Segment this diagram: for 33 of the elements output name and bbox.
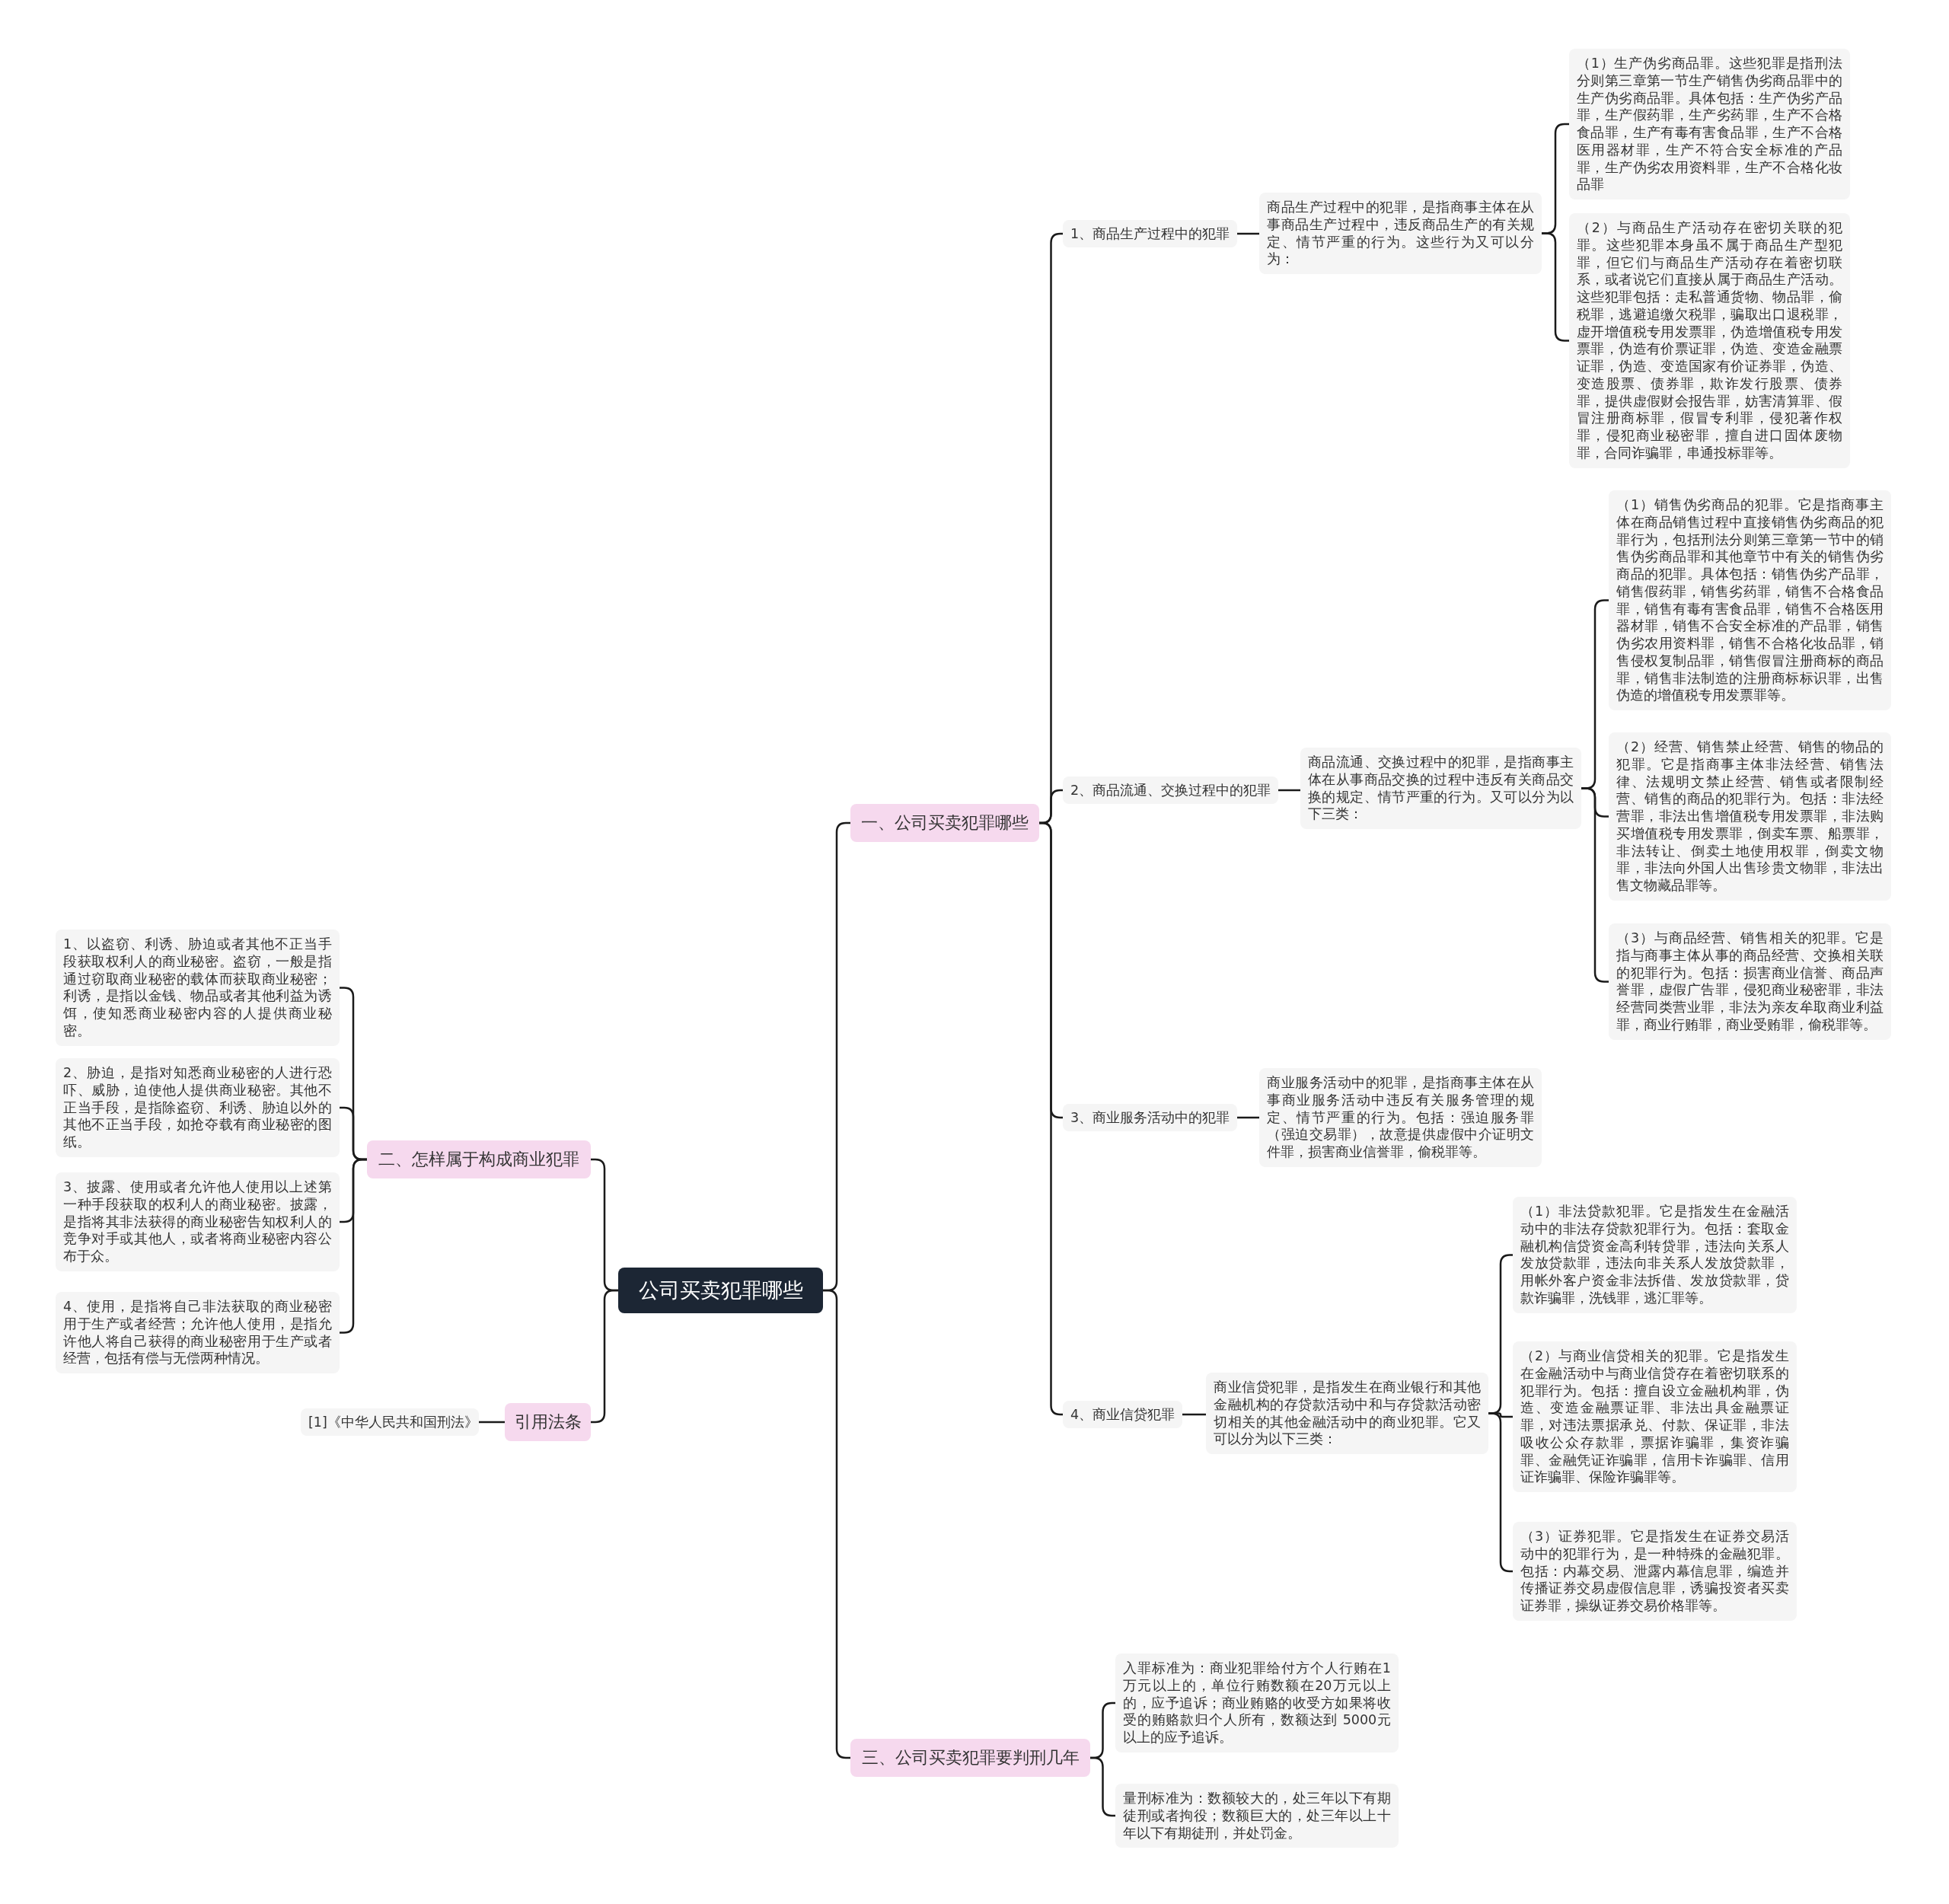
subtopic-label: 3、商业服务活动中的犯罪: [1063, 1104, 1238, 1131]
text-card: （2）与商品生产活动存在密切关联的犯罪。这些犯罪本身虽不属于商品生产型犯罪，但它们与商品生产活动存在着密切联系，或者说它们直接从属于商品生产活动。这些犯罪包括：走私普通货物、物品罪，偷税罪，逃避追缴欠税罪，骗取出口退税罪，虚开增值税专用发票罪，伪造增值税专用发票罪，伪造有价票证罪，伪造、变造金融票证罪，伪造、变造国家有价证券罪，伪造、变造股票、债券罪，欺诈发行股票、债券罪，提供虚假财会报告罪，妨害清算罪、假冒注册商标罪，假冒专利罪，侵犯著作权罪，侵犯商业秘密罪，擅自进口固体废物罪，合同诈骗罪，串通投标罪等。: [1569, 213, 1850, 468]
text-card: （1）非法贷款犯罪。它是指发生在金融活动中的非法存贷款犯罪行为。包括：套取金融机构信贷资金高利转贷罪，违法向关系人发放贷款罪，违法向非关系人发放贷款罪，用帐外客户资金非法拆借、发放贷款罪，贷款诈骗罪，洗钱罪，逃汇罪等。: [1513, 1197, 1797, 1313]
connector-line: [1182, 1413, 1206, 1416]
subtopic-label: 2、商品流通、交换过程中的犯罪: [1063, 777, 1279, 804]
connector-line: [1278, 789, 1300, 792]
text-card: 4、使用，是指将自己非法获取的商业秘密用于生产或者经营；允许他人使用，是指允许他人将自己获得的商业秘密用于生产或者经营，包括有偿与无偿两种情况。: [56, 1292, 340, 1373]
topic-box: 引用法条: [505, 1403, 591, 1441]
text-card: （3）与商品经营、销售相关的犯罪。它是指与商事主体从事的商品经营、交换相关联的犯罪行为。包括：损害商业信誉、商品声誉罪，虚假广告罪，侵犯商业秘密罪，非法经营同类营业罪，非法为亲友牟取商业利益罪，商业行贿罪，商业受贿罪，偷税罪等。: [1609, 923, 1891, 1040]
connector-line: [1237, 1116, 1259, 1119]
text-card: 1、以盗窃、利诱、胁迫或者其他不正当手段获取权利人的商业秘密。盗窃，一般是指通过窃取商业秘密的载体而获取商业秘密；利诱，是指以金钱、物品或者其他利益为诱饵，使知悉商业秘密内容的人提供商业秘密。: [56, 930, 340, 1046]
subtopic-label: 4、商业信贷犯罪: [1063, 1401, 1183, 1428]
text-card: （1）销售伪劣商品的犯罪。它是指商事主体在商品销售过程中直接销售伪劣商品的犯罪行为，包括刑法分则第三章第一节中的销售伪劣商品罪和其他章节中有关的销售伪劣商品的犯罪。具体包括：销售伪劣产品罪，销售假药罪，销售劣药罪，销售不合格食品罪，销售有毒有害食品罪，销售不合格医用器材罪，销售不合安全标准的产品罪，销售伪劣农用资料罪，销售不合格化妆品罪，销售侵权复制品罪，销售假冒注册商标的商品罪，销售非法制造的注册商标标识罪，出售伪造的增值税专用发票罪等。: [1609, 490, 1891, 710]
text-card: 2、胁迫，是指对知悉商业秘密的人进行恐吓、威胁，迫使他人提供商业秘密。其他不正当手段，是指除盗窃、利诱、胁迫以外的其他不正当手段，如抢夺载有商业秘密的图纸。: [56, 1058, 340, 1157]
text-card: 量刑标准为：数额较大的，处三年以下有期徒刑或者拘役；数额巨大的，处三年以上十年以下有期徒刑，并处罚金。: [1115, 1784, 1399, 1848]
topic-box: 二、怎样属于构成商业犯罪: [367, 1140, 591, 1178]
text-card: 3、披露、使用或者允许他人使用以上述第一种手段获取的权利人的商业秘密。披露，是指将其非法获得的商业秘密告知权利人的竞争对手或其他人，或者将商业秘密内容公布于众。: [56, 1172, 340, 1271]
topic-box: 一、公司买卖犯罪哪些: [850, 804, 1039, 842]
text-card: 商品流通、交换过程中的犯罪，是指商事主体在从事商品交换的过程中违反有关商品交换的规定、情节严重的行为。又可以分为以下三类：: [1300, 748, 1581, 829]
connector-line: [1237, 232, 1259, 235]
text-card: 商业服务活动中的犯罪，是指商事主体在从事商业服务活动中违反有关服务管理的规定、情节严重的行为。包括：强迫服务罪（强迫交易罪），故意提供虚假中介证明文件罪，损害商业信誉罪，偷税罪等。: [1259, 1068, 1542, 1167]
text-card: （2）与商业信贷相关的犯罪。它是指发生在金融活动中与商业信贷存在着密切联系的犯罪行为。包括：擅自设立金融机构罪，伪造、变造金融票证罪、非法出具金融票证罪，对违法票据承兑、付款、保证罪，非法吸收公众存款罪，票据诈骗罪，集资诈骗罪、金融凭证诈骗罪，信用卡诈骗罪、信用证诈骗罪、保险诈骗罪等。: [1513, 1341, 1797, 1492]
topic-box: 三、公司买卖犯罪要判刑几年: [850, 1739, 1090, 1777]
subtopic-label: [1]《中华人民共和国刑法》: [301, 1408, 479, 1436]
text-card: （2）经营、销售禁止经营、销售的物品的犯罪。它是指商事主体非法经营、销售法律、法规明文禁止经营、销售或者限制经营、销售的商品的犯罪行为。包括：非法经营罪，非法出售增值税专用发票罪，非法购买增值税专用发票罪，倒卖车票、船票罪，非法转让、倒卖土地使用权罪，倒卖文物罪，非法向外国人出售珍贵文物罪，非法出售文物藏品罪等。: [1609, 732, 1891, 901]
text-card: 入罪标准为：商业犯罪给付方个人行贿在1万元以上的，单位行贿数额在20万元以上的，应予追诉；商业贿赂的收受方如果将收受的贿赂款归个人所有，数额达到 5000元以上的应予追诉。: [1115, 1654, 1399, 1753]
subtopic-label: 1、商品生产过程中的犯罪: [1063, 220, 1238, 247]
text-card: （3）证券犯罪。它是指发生在证券交易活动中的犯罪行为，是一种特殊的金融犯罪。包括：内幕交易、泄露内幕信息罪，编造并传播证券交易虚假信息罪，诱骗投资者买卖证券罪，操纵证券交易价格罪等。: [1513, 1522, 1797, 1621]
connector-line: [479, 1421, 505, 1424]
text-card: 商业信贷犯罪，是指发生在商业银行和其他金融机构的存贷款活动中和与存贷款活动密切相关的其他金融活动中的商业犯罪。它又可以分为以下三类：: [1206, 1373, 1488, 1454]
central-topic: 公司买卖犯罪哪些: [618, 1268, 823, 1313]
text-card: 商品生产过程中的犯罪，是指商事主体在从事商品生产过程中，违反商品生产的有关规定、情节严重的行为。这些行为又可以分为：: [1259, 193, 1542, 274]
text-card: （1）生产伪劣商品罪。这些犯罪是指刑法分则第三章第一节生产销售伪劣商品罪中的生产伪劣商品罪。具体包括：生产伪劣产品罪，生产假药罪，生产劣药罪，生产不合格食品罪，生产有毒有害食品罪，生产不合格医用器材罪，生产不符合安全标准的产品罪，生产伪劣农用资料罪，生产不合格化妆品罪: [1569, 49, 1850, 199]
